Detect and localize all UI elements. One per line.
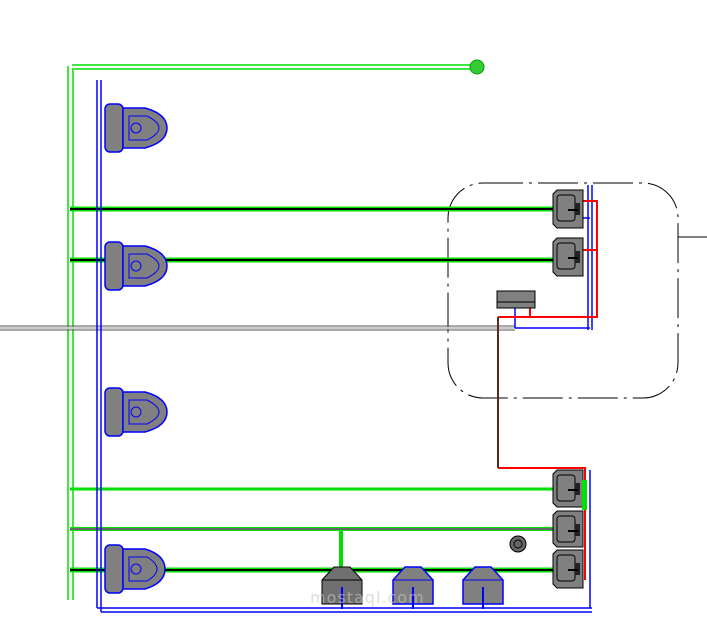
toilet: [104, 387, 168, 437]
bidet: [462, 566, 504, 609]
floor-drain: [509, 535, 527, 553]
supply-main: [0, 325, 515, 331]
water-heater: [496, 290, 536, 309]
sink-fixtures: [552, 189, 584, 589]
sink: [552, 189, 584, 229]
toilet: [104, 103, 168, 153]
sink: [552, 469, 584, 508]
toilet-fixtures: [104, 103, 168, 594]
hot-water-pipes: [498, 200, 598, 580]
watermark-logo: mostaql.com: [310, 588, 425, 607]
cold-water-pipes: [96, 80, 593, 613]
bidet: [321, 566, 363, 609]
vent-riser-segment: [582, 480, 587, 510]
room-outline: [447, 182, 679, 399]
sink: [552, 237, 584, 277]
sink: [552, 549, 584, 589]
vent-pipe-network: [67, 64, 583, 600]
vent-terminal: [469, 59, 485, 75]
bidet-fixtures: [321, 566, 504, 609]
toilet: [104, 241, 168, 291]
bidet: [392, 566, 434, 609]
toilet: [104, 544, 166, 594]
sink: [552, 510, 584, 548]
